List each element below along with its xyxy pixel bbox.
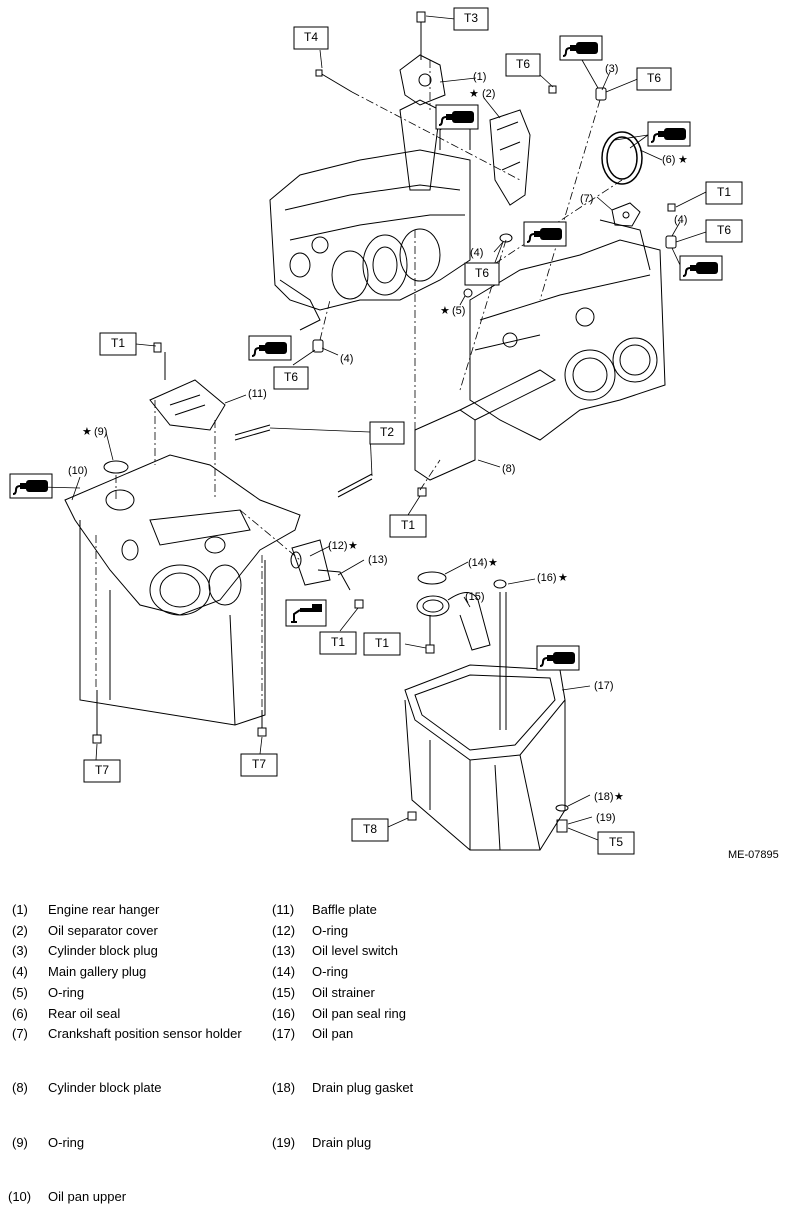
rear-oil-seal <box>601 131 643 185</box>
callout-4-right: (4) <box>674 214 687 226</box>
callout-18: (18) <box>594 791 614 803</box>
callout-9-star: ★ <box>82 426 92 438</box>
callout-6: (6) <box>662 154 675 166</box>
oil-pan-seal-ring <box>493 579 507 730</box>
torque-t5: T5 <box>609 835 623 849</box>
oil-pan <box>404 664 566 851</box>
oil-can-icon <box>523 221 567 247</box>
left-cylinder-block <box>269 99 471 331</box>
studs <box>92 352 373 744</box>
callout-7: (7) <box>580 193 593 205</box>
callout-12: (12) <box>328 540 348 552</box>
callout-5: (5) <box>452 305 465 317</box>
exploded-view-diagram: (1) ★ (2) (3) (6) ★ (7) (4) (4) ★ (5) (4… <box>9 7 743 855</box>
torque-t4: T4 <box>304 30 318 44</box>
torque-t1: T1 <box>401 518 415 532</box>
torque-t6: T6 <box>516 57 530 71</box>
callout-9: (9) <box>94 426 107 438</box>
torque-t6: T6 <box>284 370 298 384</box>
o-ring-9 <box>103 460 129 474</box>
torque-t6: T6 <box>475 266 489 280</box>
oil-can-icon <box>679 255 723 281</box>
oil-pan-upper <box>64 454 301 726</box>
oil-can-icon <box>559 35 603 61</box>
torque-t8: T8 <box>363 822 377 836</box>
callout-12-star: ★ <box>348 540 358 552</box>
callout-15: (15) <box>465 591 485 603</box>
oil-can-icon <box>248 335 292 361</box>
torque-t6: T6 <box>647 71 661 85</box>
oil-can-icon <box>9 473 53 499</box>
callout-8: (8) <box>502 463 515 475</box>
callout-1: (1) <box>473 71 486 83</box>
callout-2-star: ★ <box>469 88 479 100</box>
callout-6-star: ★ <box>678 154 688 166</box>
drain-plug <box>407 804 569 833</box>
callout-19: (19) <box>596 812 616 824</box>
baffle-plate <box>149 379 226 431</box>
callout-3: (3) <box>605 63 618 75</box>
callout-14-star: ★ <box>488 557 498 569</box>
leader-lines <box>39 15 707 841</box>
callout-5-star: ★ <box>440 305 450 317</box>
oil-can-icon <box>435 104 479 130</box>
oil-can-icon <box>647 121 691 147</box>
torque-t6: T6 <box>717 223 731 237</box>
torque-t7: T7 <box>252 757 266 771</box>
oil-level-switch <box>290 539 364 609</box>
callout-18-star: ★ <box>614 791 624 803</box>
torque-t3: T3 <box>464 11 478 25</box>
torque-t1: T1 <box>331 635 345 649</box>
o-ring-14 <box>417 571 447 585</box>
torque-t7: T7 <box>95 763 109 777</box>
oil-can-icon <box>536 645 580 671</box>
callout-4-mid: (4) <box>470 247 483 259</box>
torque-t2: T2 <box>380 425 394 439</box>
torque-t1: T1 <box>111 336 125 350</box>
cylinder-block-plate <box>414 369 556 481</box>
oil-separator-cover <box>489 109 531 206</box>
callout-10: (10) <box>68 465 88 477</box>
parts-list: (1)Engine rear hanger (2)Oil separator c… <box>8 902 414 1204</box>
torque-boxes <box>83 7 743 855</box>
torque-t1: T1 <box>717 185 731 199</box>
oil-strainer <box>416 592 491 654</box>
callout-14: (14) <box>468 557 488 569</box>
crankshaft-position-sensor-holder <box>611 202 641 227</box>
callout-13: (13) <box>368 554 388 566</box>
engine-rear-hanger <box>399 54 446 106</box>
callout-4-left: (4) <box>340 353 353 365</box>
guide-lines-middle <box>95 400 301 710</box>
callout-11: (11) <box>248 388 267 400</box>
liquid-gasket-icon <box>285 599 327 627</box>
torque-t1: T1 <box>375 636 389 650</box>
right-cylinder-block <box>469 219 666 441</box>
callout-labels: (1) ★ (2) (3) (6) ★ (7) (4) (4) ★ (5) (4… <box>68 63 688 824</box>
figure-id: ME-07895 <box>728 849 779 861</box>
plugs-and-bolts <box>153 11 677 497</box>
callout-16: (16) <box>537 572 557 584</box>
torque-box-labels: T3 T4 T6 T6 T1 T6 T6 T1 T6 T2 T1 T1 T1 T… <box>95 11 731 849</box>
callout-2: (2) <box>482 88 495 100</box>
callout-17: (17) <box>594 680 614 692</box>
callout-16-star: ★ <box>558 572 568 584</box>
